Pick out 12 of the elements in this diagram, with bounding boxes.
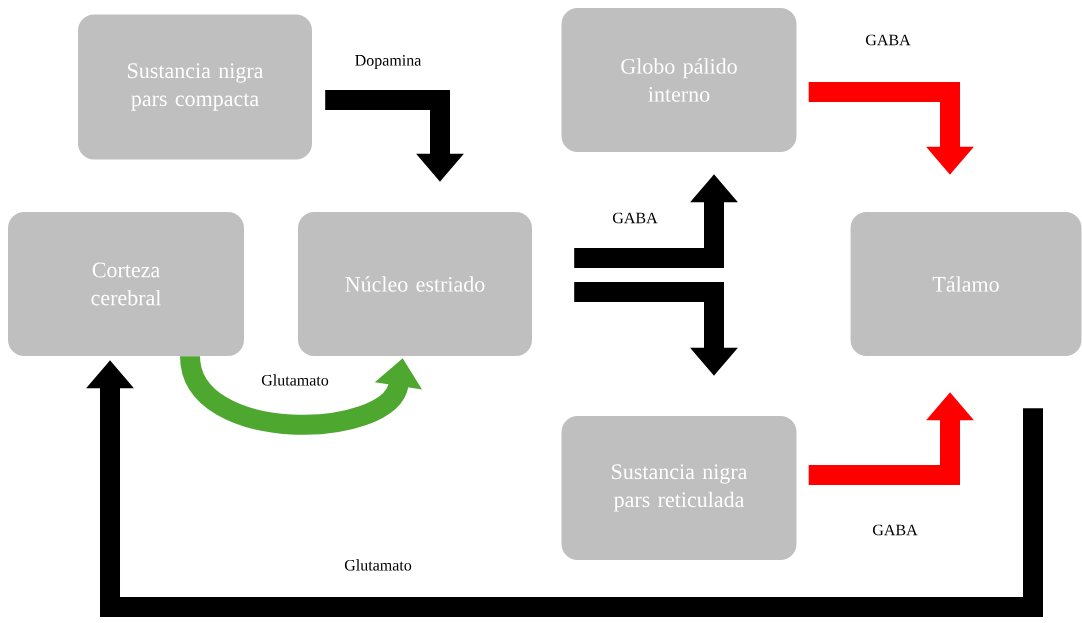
edge-label: GABA — [610, 210, 660, 226]
edge-label: Glutamato — [259, 372, 331, 388]
process-box: Sustancia nigra pars compacta — [78, 14, 312, 160]
process-box: Globo pálido interno — [561, 8, 797, 152]
edge-label: GABA — [863, 32, 913, 48]
process-box: Corteza cerebral — [8, 212, 244, 356]
edge-label: Glutamato — [342, 557, 414, 573]
process-box: Núcleo estriado — [298, 212, 532, 356]
process-box: Tálamo — [850, 212, 1082, 356]
process-box: Sustancia nigra pars reticulada — [561, 416, 797, 560]
edge-label: Dopamina — [352, 53, 424, 71]
edge-label: GABA — [870, 522, 920, 538]
